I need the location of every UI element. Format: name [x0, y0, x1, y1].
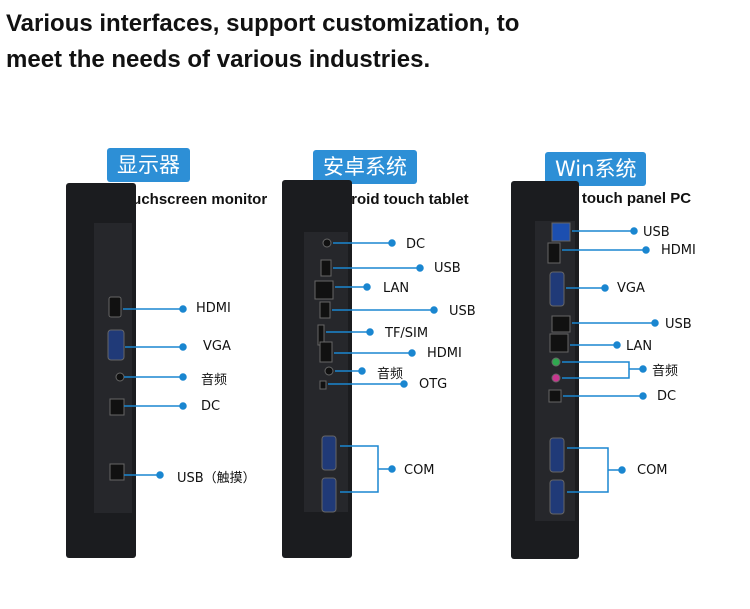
panel-android	[282, 180, 352, 558]
port-label-audio: 音频	[377, 367, 404, 382]
port-label-usb: USB	[643, 225, 670, 240]
subtitle-android: Android touch tablet	[322, 191, 469, 208]
port-label-audio: 音频	[201, 373, 228, 388]
port-label-tf-sim: TF/SIM	[385, 326, 429, 341]
port-label-vga: VGA	[203, 339, 231, 354]
port-label-lan: LAN	[383, 281, 410, 296]
port-label-hdmi: HDMI	[427, 346, 462, 361]
port-label-dc: DC	[657, 389, 677, 404]
headline: Various interfaces, support customizatio…	[6, 6, 726, 78]
headline-line-2: meet the needs of various industries.	[6, 46, 431, 73]
port-label-otg: OTG	[419, 377, 448, 392]
port-label-usb-touch: USB（触摸）	[177, 471, 256, 486]
port-label-dc: DC	[406, 237, 426, 252]
subtitle-windows: X86 touch panel PC	[551, 190, 692, 207]
port-label-hdmi: HDMI	[196, 301, 231, 316]
port-label-usb: USB	[665, 317, 692, 332]
headline-line-1: Various interfaces, support customizatio…	[6, 10, 520, 37]
port-label-com: COM	[637, 463, 668, 478]
panel-windows	[511, 181, 579, 559]
subtitle-monitor: touchscreen monitor	[118, 191, 268, 208]
badge-monitor: 显示器	[107, 148, 190, 182]
port-label-com: COM	[404, 463, 435, 478]
port-label-audio: 音频	[652, 364, 679, 379]
port-label-usb: USB	[434, 261, 461, 276]
port-label-usb: USB	[449, 304, 476, 319]
port-label-lan: LAN	[626, 339, 653, 354]
panel-monitor	[66, 183, 136, 558]
badge-windows: Win系统	[545, 152, 647, 186]
port-label-hdmi: HDMI	[661, 243, 696, 258]
port-label-vga: VGA	[617, 281, 645, 296]
port-label-dc: DC	[201, 399, 221, 414]
badge-android: 安卓系统	[313, 150, 417, 184]
